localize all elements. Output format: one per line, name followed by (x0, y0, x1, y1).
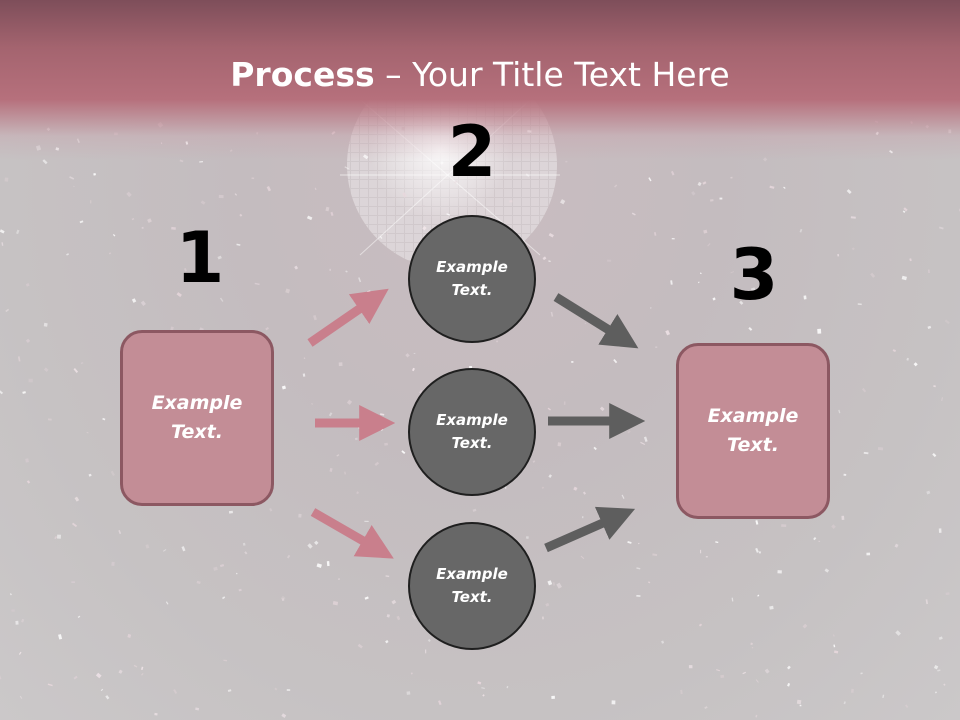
circle-bottom-text-line2: Text. (451, 588, 493, 606)
slide-title: Process – Your Title Text Here (0, 52, 960, 98)
circle-middle-text-line2: Text. (451, 434, 493, 452)
arrow-bottom-to-3 (544, 506, 636, 553)
step-2-circle-top: Example Text. (408, 215, 536, 343)
step-2-number: 2 (447, 111, 497, 193)
step-2-circle-bottom: Example Text. (408, 522, 536, 650)
step-3-text-line2: Text. (727, 434, 779, 456)
title-bold: Process (230, 55, 375, 94)
arrow-1-to-bottom (310, 508, 394, 559)
circle-top-text-line1: Example (436, 258, 508, 276)
title-rest: – Your Title Text Here (374, 55, 730, 94)
step-3-box: Example Text. (676, 343, 830, 519)
step-3-text-line1: Example (707, 405, 799, 427)
step-1-text-line2: Text. (171, 421, 223, 443)
arrow-1-to-top (307, 288, 389, 347)
step-1-text-line1: Example (151, 392, 243, 414)
step-2-circle-middle: Example Text. (408, 368, 536, 496)
circle-top-text-line2: Text. (451, 281, 493, 299)
circle-bottom-text-line1: Example (436, 565, 508, 583)
step-1-box: Example Text. (120, 330, 274, 506)
arrow-top-to-3 (553, 293, 639, 349)
circle-middle-text-line1: Example (436, 411, 508, 429)
step-1-number: 1 (175, 217, 225, 299)
title-bar (0, 0, 960, 160)
step-3-number: 3 (729, 234, 779, 316)
